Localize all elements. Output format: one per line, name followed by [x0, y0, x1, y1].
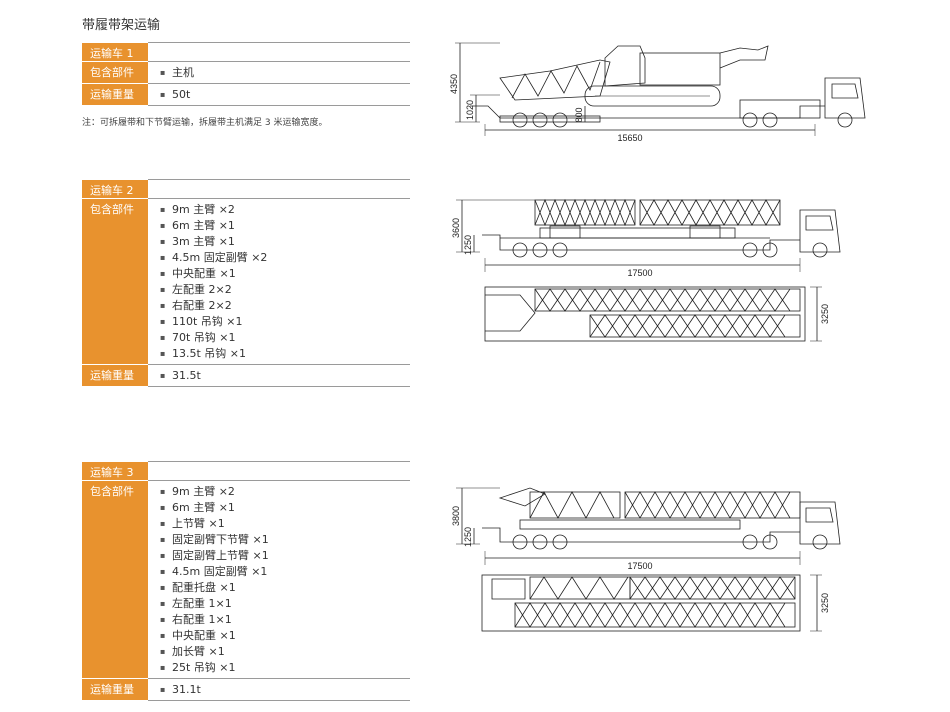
content-item: 配重托盘 ×1 [160, 580, 410, 596]
weight-value: 31.1t [160, 682, 410, 698]
contents-label: 包含部件 [82, 198, 148, 365]
content-item: 左配重 1×1 [160, 596, 410, 612]
dim-lower: 1250 [463, 235, 473, 255]
content-item: 左配重 2×2 [160, 282, 410, 298]
vehicle-name-row: 运输车 1 [82, 42, 410, 62]
vehicle-3-top-drawing: 3250 [481, 574, 830, 632]
contents-row: 包含部件 主机 [82, 61, 410, 84]
vehicle-3-spec-table: 运输车 3 包含部件 9m 主臂 ×26m 主臂 ×1上节臂 ×1固定副臂下节臂… [82, 461, 410, 701]
dim-height: 3800 [451, 506, 461, 526]
contents-row: 包含部件 9m 主臂 ×26m 主臂 ×13m 主臂 ×14.5m 固定副臂 ×… [82, 198, 410, 365]
content-item: 加长臂 ×1 [160, 644, 410, 660]
vehicle-1-spec-table: 运输车 1 包含部件 主机 运输重量 50t [82, 42, 410, 106]
dim-width: 3250 [820, 593, 830, 613]
vehicle-name: 运输车 2 [82, 179, 148, 199]
weight-value: 50t [160, 87, 410, 103]
content-item: 9m 主臂 ×2 [160, 484, 410, 500]
vehicle-name: 运输车 1 [82, 42, 148, 62]
content-item: 4.5m 固定副臂 ×1 [160, 564, 410, 580]
dim-length: 17500 [627, 561, 652, 571]
contents-list: 9m 主臂 ×26m 主臂 ×1上节臂 ×1固定副臂下节臂 ×1固定副臂上节臂 … [160, 484, 410, 676]
content-item: 上节臂 ×1 [160, 516, 410, 532]
vehicle-name-blank [148, 42, 410, 62]
weight-label: 运输重量 [82, 678, 148, 701]
content-item: 中央配重 ×1 [160, 266, 410, 282]
vehicle-1-side-drawing: 4350 1020 800 15650 [449, 42, 866, 143]
content-item: 右配重 2×2 [160, 298, 410, 314]
transport-note: 注：可拆履带和下节臂运输，拆履带主机满足 3 米运输宽度。 [82, 118, 328, 128]
content-item: 3m 主臂 ×1 [160, 234, 410, 250]
weight-list: 50t [160, 87, 410, 103]
dim-length: 17500 [627, 268, 652, 278]
content-item: 主机 [160, 65, 410, 81]
dim-length: 15650 [617, 133, 642, 143]
weight-value: 31.5t [160, 368, 410, 384]
dim-lower: 1020 [465, 100, 475, 120]
weight-row: 运输重量 50t [82, 83, 410, 106]
weight-row: 运输重量 31.5t [82, 364, 410, 387]
dim-height: 3600 [451, 218, 461, 238]
vehicle-2-top-drawing: 3250 [484, 286, 830, 342]
contents-label: 包含部件 [82, 61, 148, 84]
vehicle-name: 运输车 3 [82, 461, 148, 481]
page-title: 带履带架运输 [82, 18, 161, 33]
weight-row: 运输重量 31.1t [82, 678, 410, 701]
weight-label: 运输重量 [82, 364, 148, 387]
content-item: 固定副臂下节臂 ×1 [160, 532, 410, 548]
content-item: 固定副臂上节臂 ×1 [160, 548, 410, 564]
content-item: 110t 吊钩 ×1 [160, 314, 410, 330]
weight-list: 31.1t [160, 682, 410, 698]
weight-label: 运输重量 [82, 83, 148, 106]
vehicle-2-spec-table: 运输车 2 包含部件 9m 主臂 ×26m 主臂 ×13m 主臂 ×14.5m … [82, 179, 410, 387]
vehicle-name-row: 运输车 2 [82, 179, 410, 199]
content-item: 6m 主臂 ×1 [160, 218, 410, 234]
content-item: 6m 主臂 ×1 [160, 500, 410, 516]
contents-row: 包含部件 9m 主臂 ×26m 主臂 ×1上节臂 ×1固定副臂下节臂 ×1固定副… [82, 480, 410, 679]
content-item: 9m 主臂 ×2 [160, 202, 410, 218]
weight-list: 31.5t [160, 368, 410, 384]
vehicle-name-blank [148, 179, 410, 199]
contents-list: 主机 [160, 65, 410, 81]
dim-width: 3250 [820, 304, 830, 324]
content-item: 13.5t 吊钩 ×1 [160, 346, 410, 362]
content-item: 中央配重 ×1 [160, 628, 410, 644]
vehicle-name-row: 运输车 3 [82, 461, 410, 481]
contents-label: 包含部件 [82, 480, 148, 679]
content-item: 70t 吊钩 ×1 [160, 330, 410, 346]
dim-height: 4350 [449, 74, 459, 94]
vehicle-3-side-drawing: 3800 1250 17500 [451, 487, 841, 571]
vehicle-2-side-drawing: 3600 1250 17500 [451, 198, 841, 278]
dim-bed: 800 [574, 107, 584, 122]
contents-list: 9m 主臂 ×26m 主臂 ×13m 主臂 ×14.5m 固定副臂 ×2中央配重… [160, 202, 410, 362]
content-item: 25t 吊钩 ×1 [160, 660, 410, 676]
vehicle-name-blank [148, 461, 410, 481]
dim-lower: 1250 [463, 527, 473, 547]
content-item: 4.5m 固定副臂 ×2 [160, 250, 410, 266]
content-item: 右配重 1×1 [160, 612, 410, 628]
